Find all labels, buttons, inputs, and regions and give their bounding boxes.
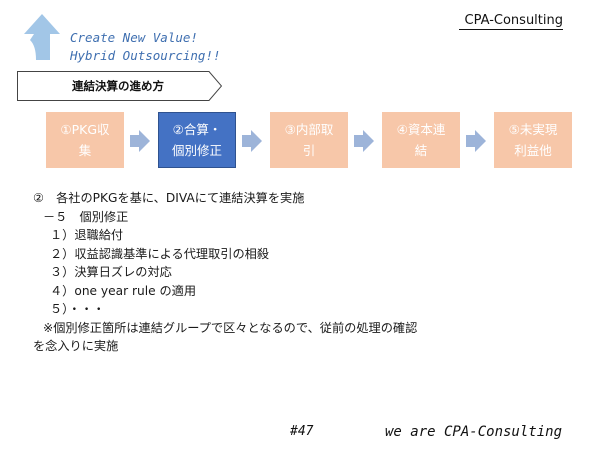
step-label: 結 — [414, 143, 428, 158]
slogan-line-1: Create New Value! — [70, 30, 198, 45]
footer-brand: we are CPA-Consulting — [385, 424, 563, 440]
page-number: #47 — [290, 424, 314, 439]
step-intercompany-transactions[interactable]: ③内部取引 — [270, 112, 348, 168]
list-item: ２）収益認識基準による代理取引の相殺 — [50, 246, 270, 261]
step-capital-consolidation[interactable]: ④資本連結 — [382, 112, 460, 168]
step-label: ②合算・ — [172, 122, 222, 137]
list-item: ５）・・・ — [50, 302, 105, 316]
note-line-2: を念入りに実施 — [33, 339, 119, 353]
list-item: ３）決算日ズレの対応 — [50, 265, 172, 279]
up-arrow-icon — [24, 14, 60, 60]
slogan-line-2: Hybrid Outsourcing!! — [70, 48, 221, 63]
step-label: ④資本連 — [396, 122, 446, 137]
section-tab-shape — [17, 71, 222, 101]
list-item: ４）one year rule の適用 — [50, 283, 197, 298]
step-label: 個別修正 — [171, 143, 222, 158]
step-label: 集 — [78, 143, 92, 158]
body-content: ② 各社のPKGを基に、DIVAにて連結決算を実施 －５ 個別修正 １）退職給付… — [33, 189, 417, 356]
step-label: ③内部取 — [284, 122, 334, 137]
brand-name: CPA-Consulting — [0, 13, 563, 30]
step-pkg-collection[interactable]: ①PKG収集 — [46, 112, 124, 168]
step-label: 利益他 — [514, 143, 552, 158]
step-label: 引 — [302, 143, 316, 158]
list-item: １）退職給付 — [50, 228, 124, 242]
step-unrealized-profit[interactable]: ⑤未実現利益他 — [494, 112, 572, 168]
body-heading: ② 各社のPKGを基に、DIVAにて連結決算を実施 — [33, 191, 305, 205]
note-line-1: ※個別修正箇所は連結グループで区々となるので、従前の処理の確認 — [43, 320, 418, 335]
body-subheading: －５ 個別修正 — [43, 209, 129, 224]
section-title: 連結決算の進め方 — [72, 79, 164, 93]
step-label: ⑤未実現 — [508, 122, 558, 137]
step-label: ①PKG収 — [60, 122, 110, 137]
step-aggregation-adjustment[interactable]: ②合算・個別修正 — [158, 112, 236, 168]
